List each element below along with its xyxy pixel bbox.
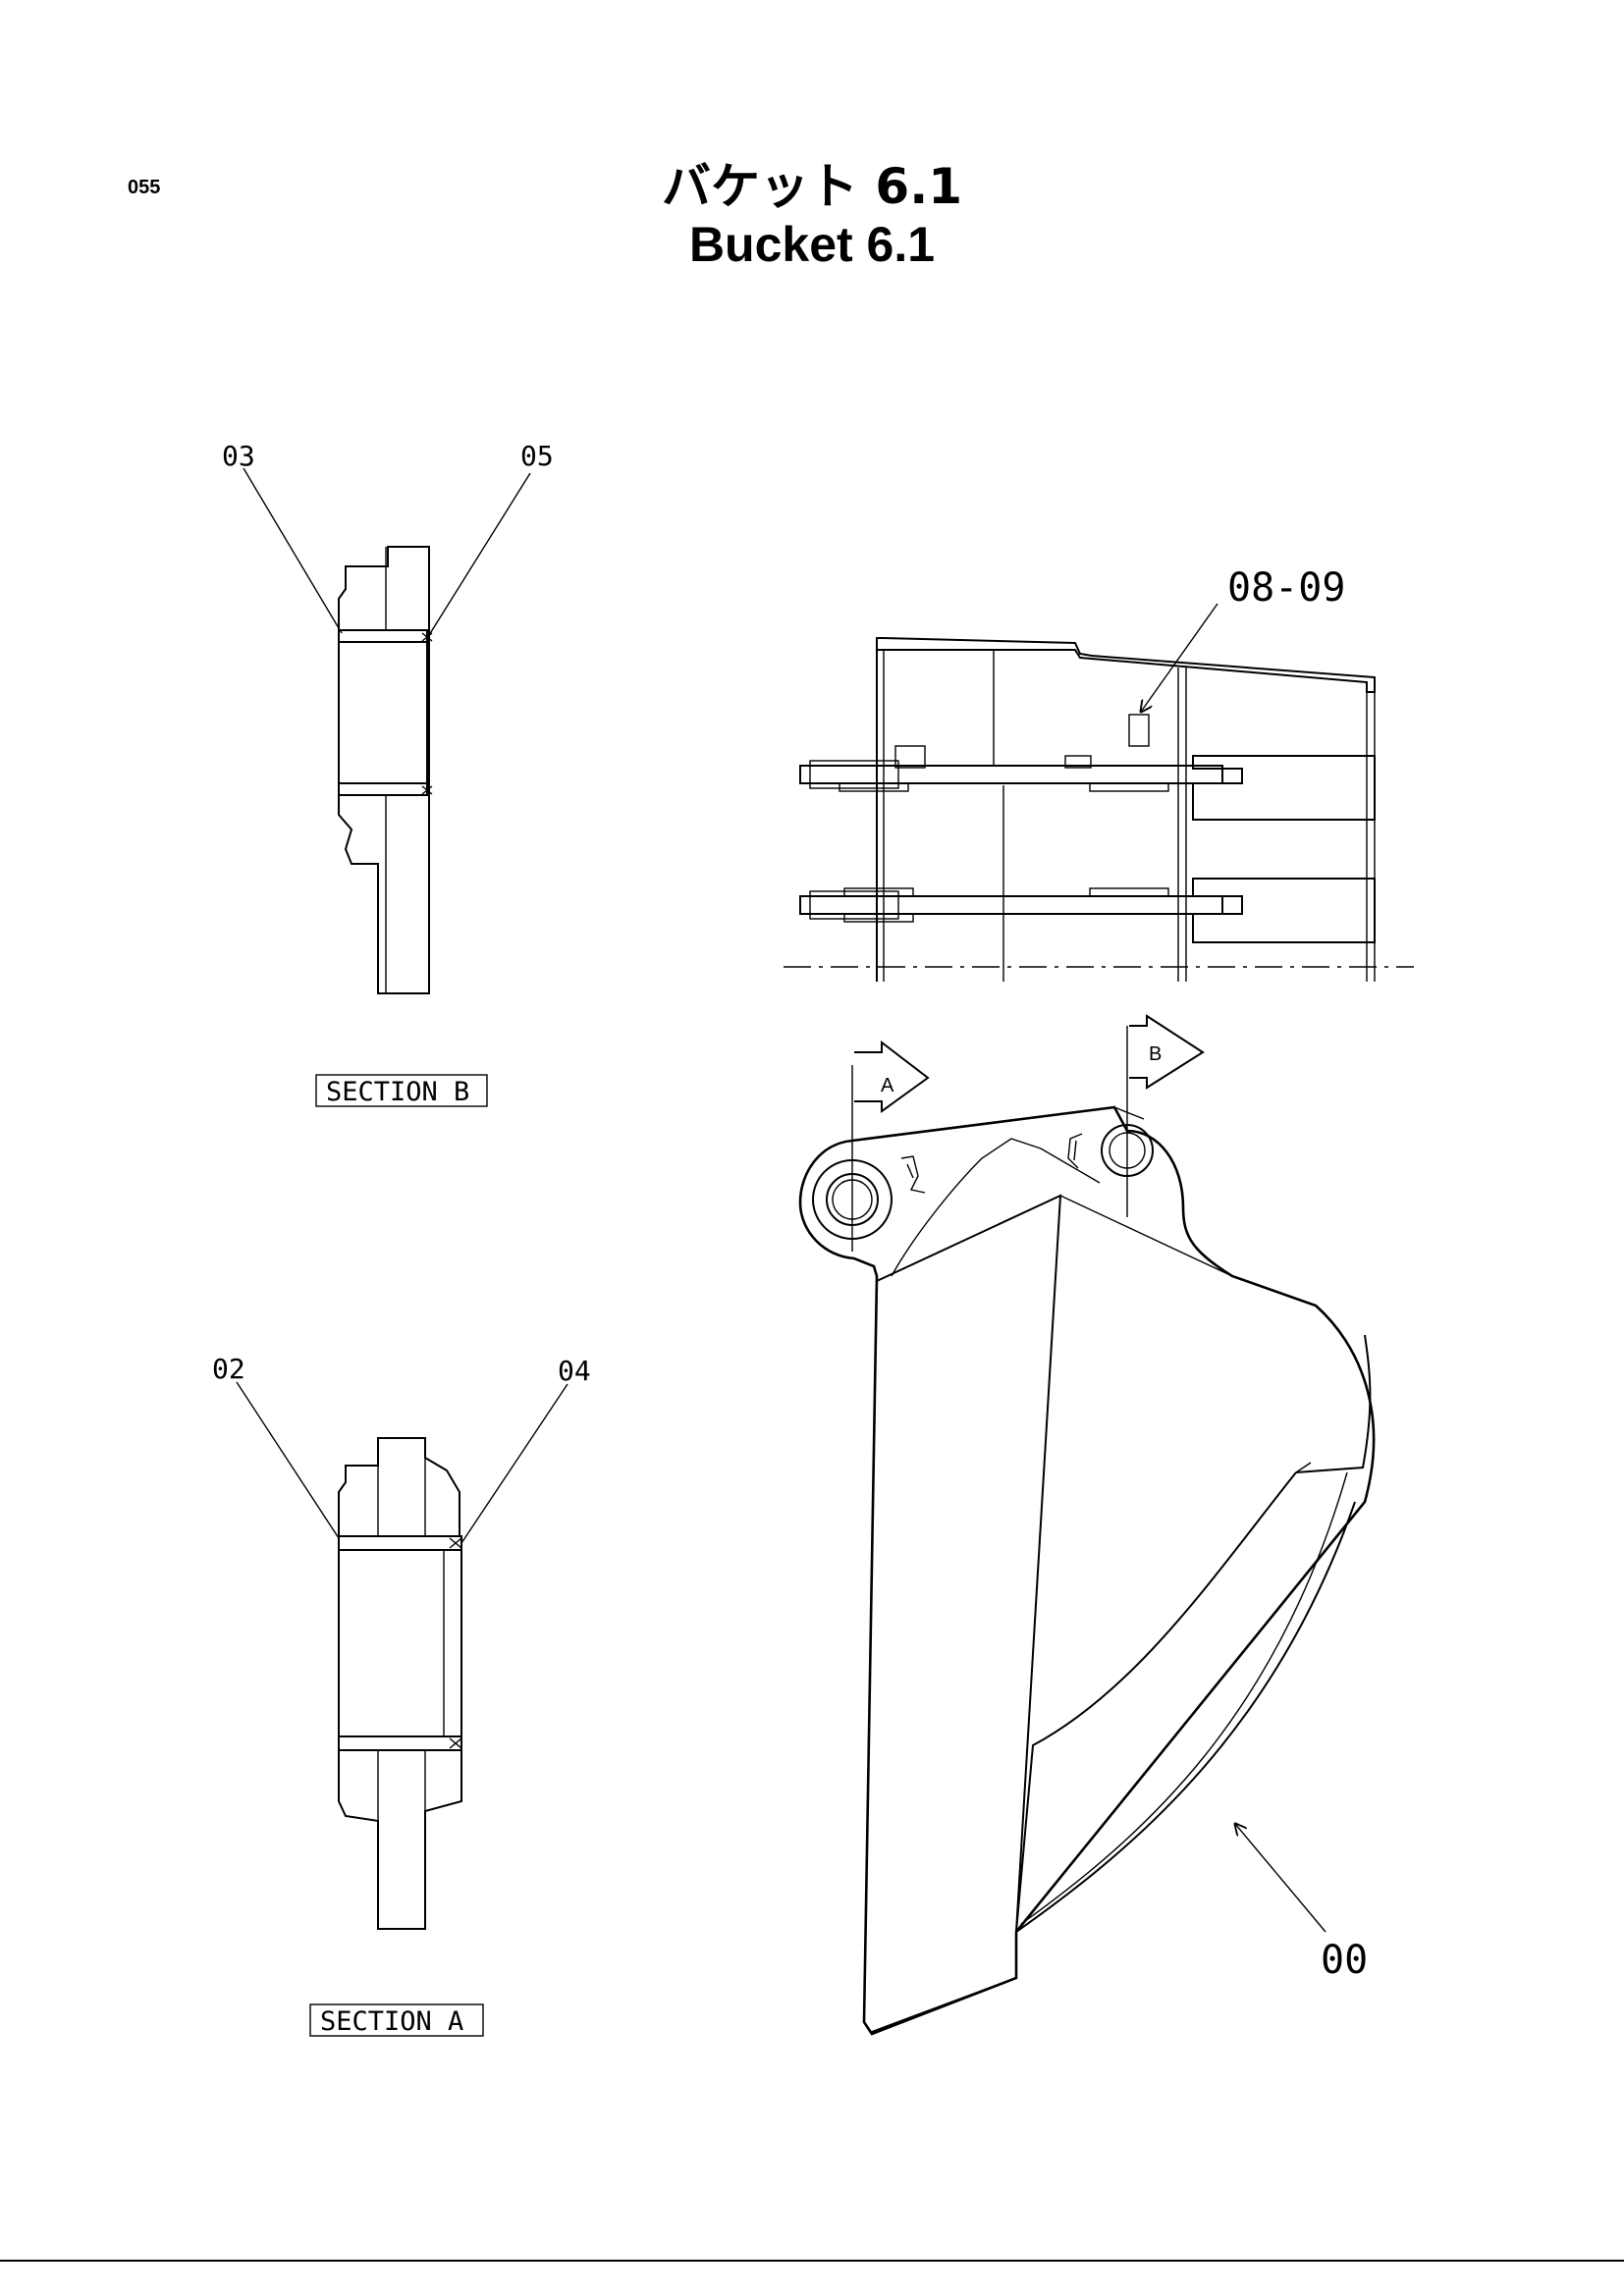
callout-03: 03 <box>222 440 255 472</box>
callout-00: 00 <box>1321 1938 1368 1983</box>
callout-08-09: 08-09 <box>1227 565 1345 611</box>
section-b-label: SECTION B <box>326 1077 469 1107</box>
bucket-side-view: A B 00 <box>798 1014 1376 2036</box>
section-b-detail: 03 05 SECTION B <box>222 440 554 1107</box>
page-number: 055 <box>128 177 161 198</box>
bucket-top-view: 08-09 <box>784 565 1414 982</box>
title-english: Bucket 6.1 <box>688 217 936 272</box>
callout-04: 04 <box>558 1355 591 1387</box>
callout-05: 05 <box>520 440 554 472</box>
section-marker-b: B <box>1149 1043 1162 1065</box>
callout-02: 02 <box>212 1353 245 1385</box>
title-japanese: バケット 6.1 <box>662 158 962 215</box>
section-marker-a: A <box>881 1075 894 1096</box>
section-a-label: SECTION A <box>320 2006 463 2037</box>
section-a-detail: 02 04 SECTION A <box>212 1353 591 2037</box>
